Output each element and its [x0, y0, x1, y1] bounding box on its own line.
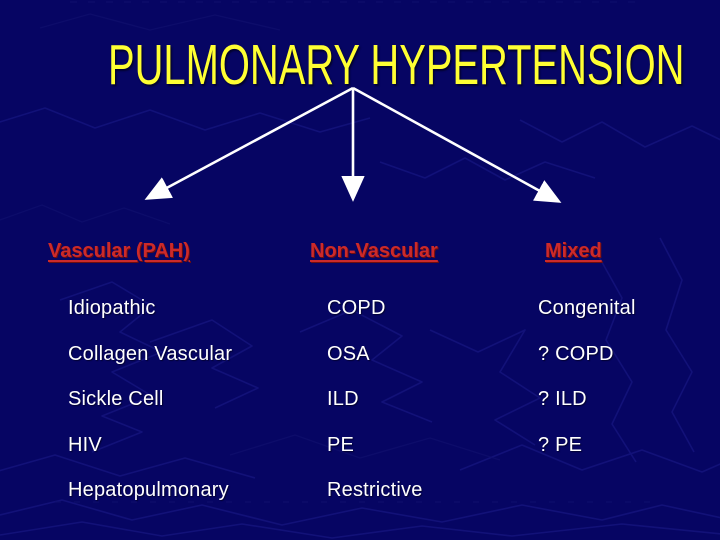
list-item: Idiopathic	[68, 297, 156, 319]
list-item: ? PE	[538, 433, 583, 456]
list-item: Restrictive	[327, 479, 423, 502]
list-item: PE	[327, 433, 355, 456]
column-header-non-vascular: Non-Vascular	[310, 240, 438, 262]
slide-title: PULMONARY HYPERTENSION	[108, 33, 685, 97]
mixed-list: Congenital ? COPD ? ILD ? PE	[538, 297, 713, 479]
list-item: HIV	[68, 433, 102, 456]
list-item: ? COPD	[538, 342, 614, 365]
column-header-vascular-pah: Vascular (PAH)	[48, 240, 190, 262]
non-vascular-list: COPD OSA ILD PE Restrictive	[327, 297, 517, 525]
list-item: Collagen Vascular	[68, 342, 233, 365]
list-item: Hepatopulmonary	[68, 479, 229, 502]
arrow-left	[144, 86, 354, 200]
list-item: Sickle Cell	[68, 388, 164, 411]
list-item: OSA	[327, 342, 370, 365]
arrow-right	[352, 86, 562, 203]
list-item: COPD	[327, 297, 386, 319]
vascular-pah-list: Idiopathic Collagen Vascular Sickle Cell…	[68, 297, 318, 525]
list-item: ILD	[327, 388, 359, 411]
list-item: ? ILD	[538, 388, 587, 411]
column-header-mixed: Mixed	[545, 240, 602, 262]
list-item: Congenital	[538, 297, 636, 319]
